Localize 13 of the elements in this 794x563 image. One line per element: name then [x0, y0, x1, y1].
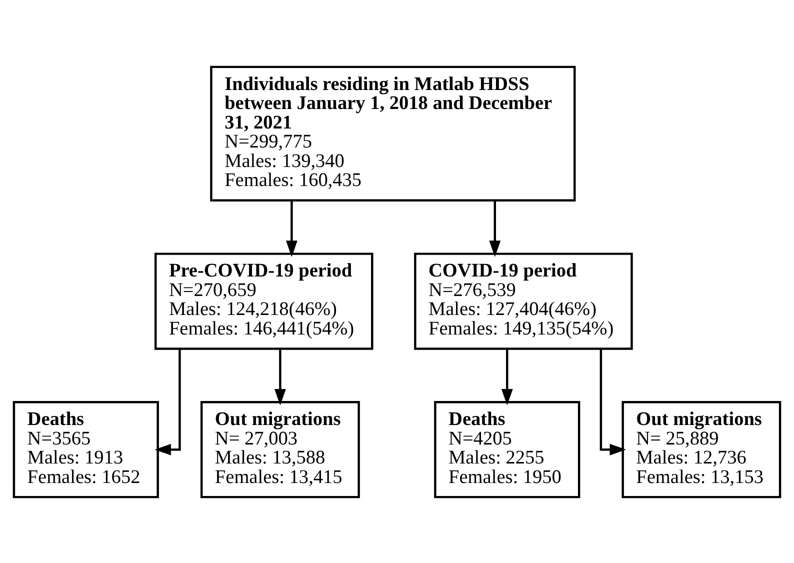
- arrow: [489, 200, 501, 257]
- node-box: COVID-19 period N=276,539 Males: 127,404(46%) Females: 149,135(54%): [414, 252, 633, 350]
- arrow: [274, 348, 286, 405]
- node-box: Individuals residing in Matlab HDSS between January 1, 2018 and December 31, 2021 N=299,775 Males: 139,340 Females: 160,435: [210, 65, 576, 202]
- node-box: Deaths N=3565 Males: 1913 Females: 1652: [12, 400, 159, 498]
- node-box: Out migrations N= 27,003 Males: 13,588 Females: 13,415: [200, 400, 360, 498]
- arrow: [286, 200, 298, 257]
- arrow: [501, 348, 513, 405]
- arrow: [600, 348, 626, 455]
- node-box: Out migrations N= 25,889 Males: 12,736 Females: 13,153: [622, 400, 782, 498]
- node-box: Pre-COVID-19 period N=270,659 Males: 124,218(46%) Females: 146,441(54%): [154, 252, 374, 350]
- node-box: Deaths N=4205 Males: 2255 Females: 1950: [434, 400, 580, 498]
- arrow: [154, 348, 181, 455]
